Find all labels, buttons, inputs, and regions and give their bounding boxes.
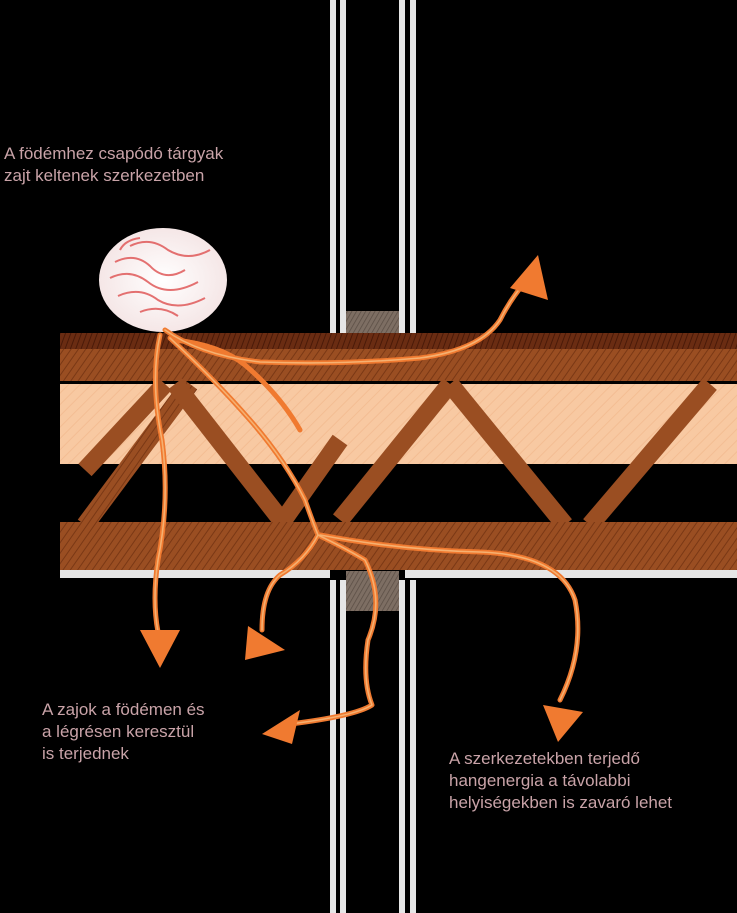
truss-members — [77, 377, 717, 531]
structure-borne-noise-label: A szerkezetekben terjedő hangenergia a t… — [449, 749, 673, 812]
airborne-noise-label: A zajok a födémen és a légrésen keresztü… — [42, 700, 205, 763]
impact-noise-label: A födémhez csapódó tárgyak zajt keltenek… — [4, 144, 224, 185]
path-branch — [172, 337, 303, 433]
upper-elastic-pad — [346, 311, 399, 333]
impact-ball-icon — [99, 228, 227, 332]
arrow-icon — [262, 710, 300, 744]
arrow-icon — [510, 255, 548, 300]
arrow-icon — [140, 630, 180, 668]
left-ceiling-plate — [60, 570, 330, 578]
right-ceiling-plate — [405, 570, 737, 578]
sound-paths — [152, 279, 581, 727]
floor-slab — [60, 333, 737, 578]
upper-wall — [330, 0, 416, 333]
top-board — [60, 349, 737, 381]
arrow-icon — [245, 626, 285, 660]
arrow-icon — [543, 705, 583, 742]
top-floor-covering — [60, 333, 737, 349]
